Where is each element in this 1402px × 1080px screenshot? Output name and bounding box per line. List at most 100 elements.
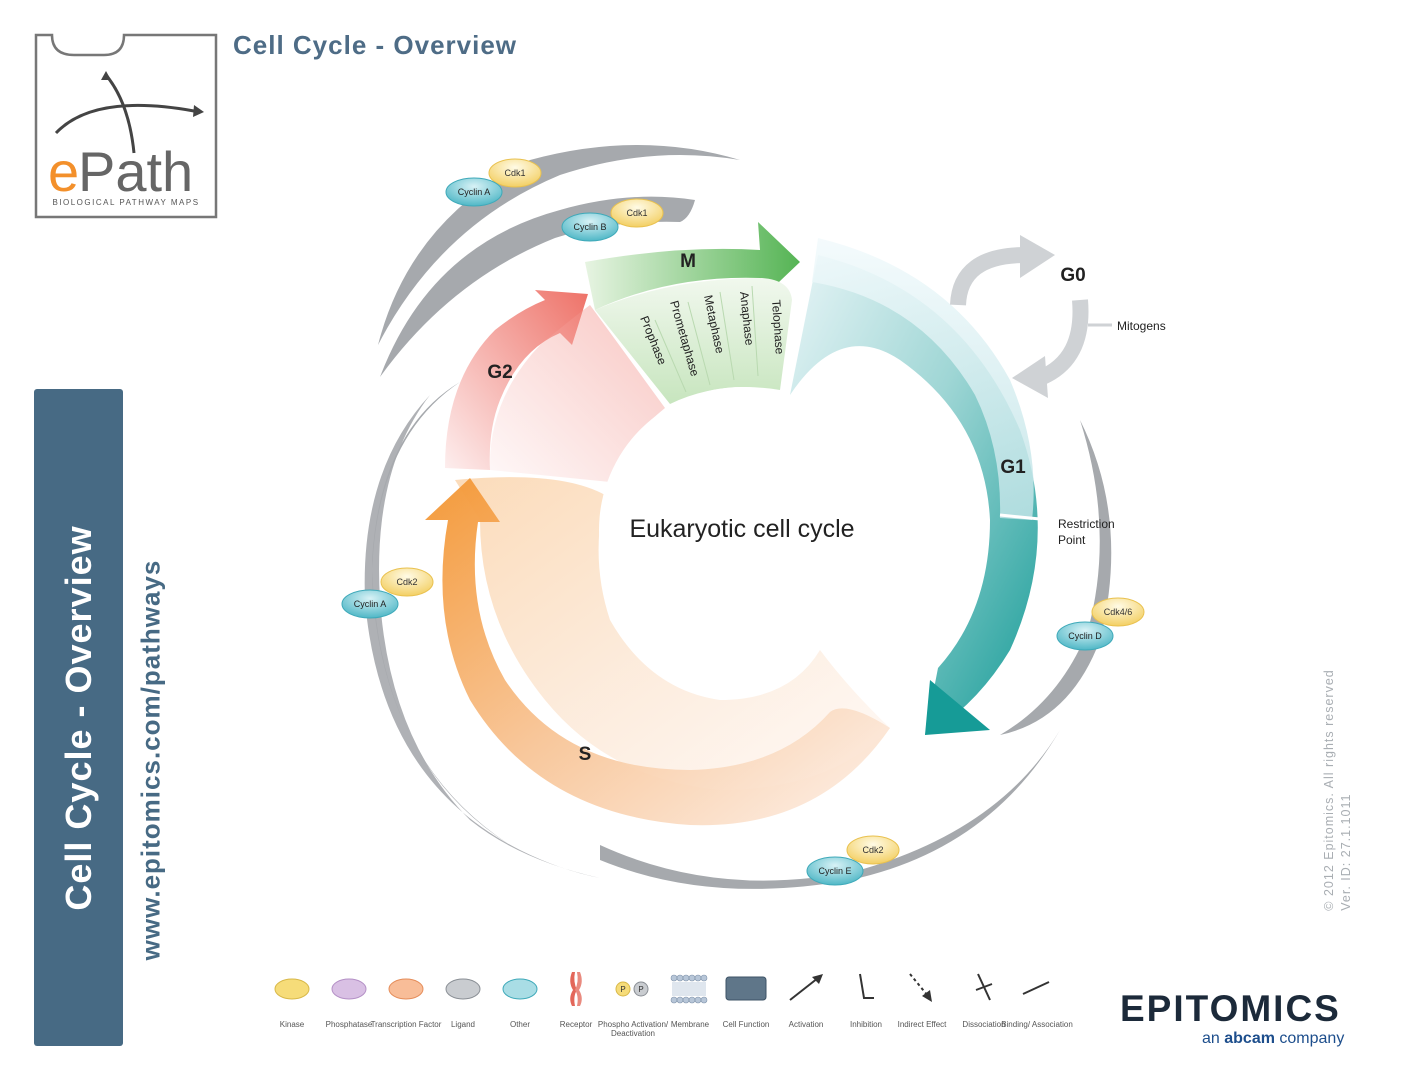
legend-label: Kinase: [279, 1020, 305, 1029]
brand-sub-suffix: company: [1274, 1030, 1345, 1047]
membrane-icon: [670, 974, 708, 1004]
m-divider-2: [687, 301, 711, 386]
restriction-point-label-2: Point: [1058, 533, 1086, 547]
legend-label: Binding/ Association: [1001, 1020, 1073, 1029]
complex-cyclin-e-cdk2: Cdk2 Cyclin E: [806, 835, 900, 886]
legend-label: Cell Function: [722, 1020, 770, 1029]
legend-item-phospho: P P Phospho Activation/ Deactivation: [598, 968, 668, 1038]
cdk-label: Cdk1: [504, 168, 525, 178]
m-divider-3: [719, 291, 735, 381]
epath-logo-graphic: e Path BIOLOGICAL PATHWAY MAPS: [34, 33, 218, 219]
phospho-icon: P P: [615, 981, 649, 997]
legend-item-dissociation: Dissociation: [954, 968, 1014, 1029]
s-segment: [425, 478, 890, 826]
dephospho-symbol: P: [638, 985, 643, 994]
inner-arc-top: [380, 196, 695, 377]
complex-cyclin-a-cdk2: Cdk2 Cyclin A: [341, 567, 434, 619]
abcam-name: abcam: [1224, 1030, 1275, 1047]
phospho-symbol: P: [620, 985, 625, 994]
brand-sub-prefix: an: [1202, 1030, 1225, 1047]
outer-arc-top: [378, 145, 740, 345]
indirect-effect-icon: [909, 973, 932, 1002]
g0-arrowhead-bottom: [1012, 356, 1048, 398]
legend-item-membrane: Membrane: [660, 968, 720, 1029]
legend-item-inhibition: Inhibition: [836, 968, 896, 1029]
center-disc: [599, 387, 885, 673]
epitomics-brand: EPITOMICS an abcam company: [1120, 988, 1370, 1058]
cyclin-label: Cyclin A: [458, 187, 491, 197]
cdk-label: Cdk1: [626, 208, 647, 218]
phase-label-m: M: [680, 251, 696, 272]
cyclin-label: Cyclin A: [354, 599, 387, 609]
phase-label-g1: G1: [1000, 457, 1026, 478]
complex-cyclin-b-cdk1: Cdk1 Cyclin B: [561, 198, 664, 242]
phase-label-g2: G2: [487, 362, 512, 383]
center-label: Eukaryotic cell cycle: [629, 515, 854, 543]
legend-label: Activation: [788, 1020, 824, 1029]
cyclin-label: Cyclin B: [573, 222, 606, 232]
legend-label: Membrane: [670, 1020, 710, 1029]
legend: Kinase Phosphatase Transcription Factor …: [262, 968, 1073, 1058]
legend-item-kinase: Kinase: [262, 968, 322, 1029]
kinase-ellipse-icon: [274, 978, 310, 1000]
legend-label: Inhibition: [849, 1020, 883, 1029]
m-subphase-band: [595, 278, 792, 404]
legend-label: Receptor: [559, 1020, 593, 1029]
cell-function-icon: [725, 976, 767, 1001]
epath-logo-e: e: [48, 140, 79, 203]
g0-arrowhead-top: [1020, 235, 1055, 278]
cdk-label: Cdk4/6: [1104, 607, 1133, 617]
complex-cyclin-a-cdk1: Cdk1 Cyclin A: [445, 158, 542, 207]
restriction-point-line: [999, 513, 1051, 522]
m-segment: [585, 222, 800, 310]
restriction-point-label-1: Restriction: [1058, 517, 1115, 531]
cell-cycle-diagram: Eukaryotic cell cycle M G2 G1 S G0 Proph…: [341, 145, 1166, 889]
ligand-ellipse-icon: [445, 978, 481, 1000]
legend-label: Ligand: [450, 1020, 476, 1029]
complex-cyclin-d-cdk46: Cdk4/6 Cyclin D: [1056, 597, 1145, 651]
legend-label: Phospho Activation/ Deactivation: [597, 1020, 669, 1038]
phase-label-s: S: [579, 744, 592, 765]
legend-label: Dissociation: [962, 1020, 1006, 1029]
legend-item-other: Other: [490, 968, 550, 1029]
phase-label-g0: G0: [1060, 265, 1085, 286]
g2-inner-band: [489, 305, 665, 482]
m-divider-1: [654, 319, 687, 393]
g1-outer-band: [812, 238, 1034, 520]
brand-name: EPITOMICS: [1120, 988, 1341, 1029]
epath-logo: e Path BIOLOGICAL PATHWAY MAPS: [34, 33, 218, 219]
right-arc: [1000, 420, 1112, 735]
cdk-label: Cdk2: [396, 577, 417, 587]
legend-item-ligand: Ligand: [433, 968, 493, 1029]
mitogens-label: Mitogens: [1117, 319, 1166, 333]
receptor-icon: [570, 972, 582, 1006]
legend-item-cell-function: Cell Function: [716, 968, 776, 1029]
legend-item-activation: Activation: [776, 968, 836, 1029]
other-ellipse-icon: [502, 978, 538, 1000]
cyclin-label: Cyclin D: [1068, 631, 1102, 641]
subphase-anaphase: Anaphase: [737, 291, 757, 347]
epath-logo-tagline: BIOLOGICAL PATHWAY MAPS: [52, 198, 199, 207]
legend-label: Phosphatase: [325, 1020, 373, 1029]
subphase-telophase: Telophase: [769, 299, 787, 355]
g0-loop-top: [950, 247, 1026, 306]
cyclin-label: Cyclin E: [818, 866, 851, 876]
s-inner-band: [455, 477, 890, 790]
legend-item-receptor: Receptor: [546, 968, 606, 1029]
epath-logo-path: Path: [78, 140, 193, 203]
legend-label: Indirect Effect: [897, 1020, 947, 1029]
legend-label: Transcription Factor: [370, 1020, 442, 1029]
g0-loop-bottom: [1036, 299, 1089, 386]
binding-icon: [1022, 981, 1050, 995]
dissociation-icon: [975, 973, 993, 1001]
phosphatase-ellipse-icon: [331, 978, 367, 1000]
m-divider-4: [751, 285, 759, 377]
legend-item-phosphatase: Phosphatase: [319, 968, 379, 1029]
inhibition-icon: [859, 973, 874, 999]
g1-arrowhead: [925, 680, 990, 735]
bottom-arc: [600, 730, 1060, 889]
brand-subtitle: an abcam company: [1202, 1030, 1344, 1048]
legend-item-transcription-factor: Transcription Factor: [371, 968, 441, 1029]
side-banner: [34, 389, 123, 1046]
legend-item-binding: Binding/ Association: [1001, 968, 1073, 1029]
